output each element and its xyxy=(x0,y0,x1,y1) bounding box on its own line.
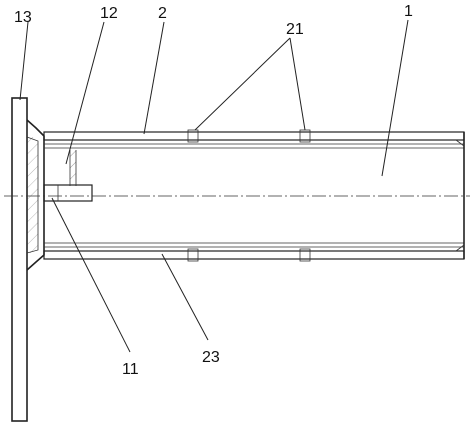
label-11: 11 xyxy=(122,361,139,378)
label-21: 21 xyxy=(286,21,304,38)
label-13: 13 xyxy=(14,9,32,26)
pin-assembly xyxy=(43,150,93,202)
vent-holes xyxy=(187,129,311,262)
flange xyxy=(11,97,45,422)
sleeve-bottom-wall xyxy=(43,242,465,260)
label-1: 1 xyxy=(404,3,413,20)
label-23: 23 xyxy=(202,349,220,366)
label-12: 12 xyxy=(100,5,118,22)
label-2: 2 xyxy=(158,5,167,22)
leader-lines xyxy=(19,19,409,353)
sleeve-top-wall xyxy=(43,131,465,149)
tube-end xyxy=(455,132,465,259)
